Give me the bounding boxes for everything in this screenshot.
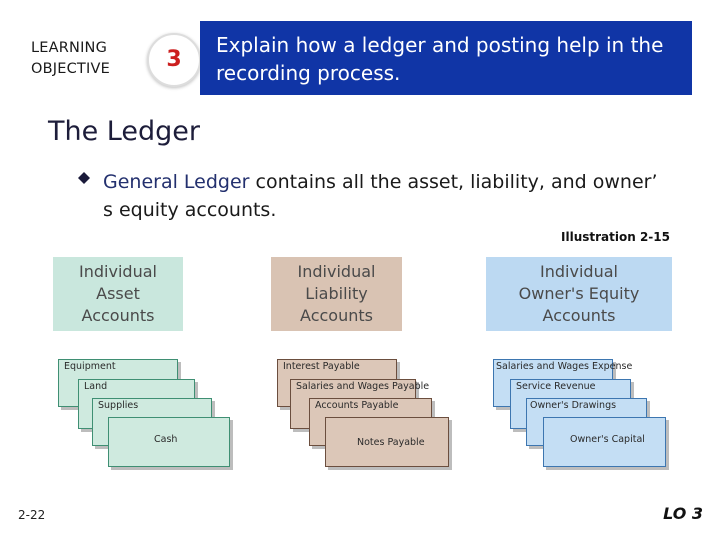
liability-card-label: Notes Payable xyxy=(357,437,425,448)
page-number: 2-22 xyxy=(18,508,46,522)
category-equity-line1: Individual xyxy=(540,262,618,281)
diamond-bullet-icon xyxy=(78,172,90,184)
lo-number: 3 xyxy=(166,47,182,72)
category-asset-line1: Individual xyxy=(79,262,157,281)
category-liability-line2: Liability xyxy=(305,284,368,303)
asset-card-label: Land xyxy=(84,381,108,392)
asset-card-label: Supplies xyxy=(98,400,139,411)
category-liability-line3: Accounts xyxy=(300,306,373,325)
asset-card-label: Equipment xyxy=(64,361,116,372)
liability-card-notes-payable: Notes Payable xyxy=(325,417,449,467)
category-asset-line3: Accounts xyxy=(81,306,155,325)
category-liability: Individual Liability Accounts xyxy=(271,257,402,331)
category-equity: Individual Owner's Equity Accounts xyxy=(486,257,672,331)
category-equity-line3: Accounts xyxy=(542,306,616,325)
equity-card-label: Service Revenue xyxy=(516,381,596,392)
bullet-term: General Ledger xyxy=(103,171,250,193)
category-asset-line2: Asset xyxy=(96,284,140,303)
equity-card-label: Owner's Capital xyxy=(570,434,645,445)
lo-footer: LO 3 xyxy=(663,504,703,523)
bullet-rest: contains all the asset, liability, and o… xyxy=(103,171,658,221)
illustration-label: Illustration 2-15 xyxy=(561,230,670,244)
equity-card-label: Salaries and Wages Expense xyxy=(496,361,633,372)
slide-title: The Ledger xyxy=(48,116,200,147)
category-equity-line2: Owner's Equity xyxy=(518,284,640,303)
category-liability-line1: Individual xyxy=(297,262,376,281)
liability-card-label: Salaries and Wages Payable xyxy=(296,381,430,392)
equity-card-owners-capital: Owner's Capital xyxy=(543,417,666,467)
equity-card-label: Owner's Drawings xyxy=(530,400,617,411)
objective-box: Explain how a ledger and posting help in… xyxy=(200,21,692,95)
bullet-text: General Ledger contains all the asset, l… xyxy=(103,168,663,224)
category-asset: Individual Asset Accounts xyxy=(53,257,183,331)
asset-card-cash: Cash xyxy=(108,417,230,467)
lo-number-badge: 3 xyxy=(147,33,201,87)
liability-card-label: Interest Payable xyxy=(283,361,360,372)
learning-objective-label: LEARNING OBJECTIVE xyxy=(31,38,110,80)
objective-text: Explain how a ledger and posting help in… xyxy=(216,33,664,85)
lo-label-line1: LEARNING xyxy=(31,40,108,56)
liability-card-label: Accounts Payable xyxy=(315,400,399,411)
asset-card-label: Cash xyxy=(154,434,178,445)
lo-label-line2: OBJECTIVE xyxy=(31,61,110,77)
